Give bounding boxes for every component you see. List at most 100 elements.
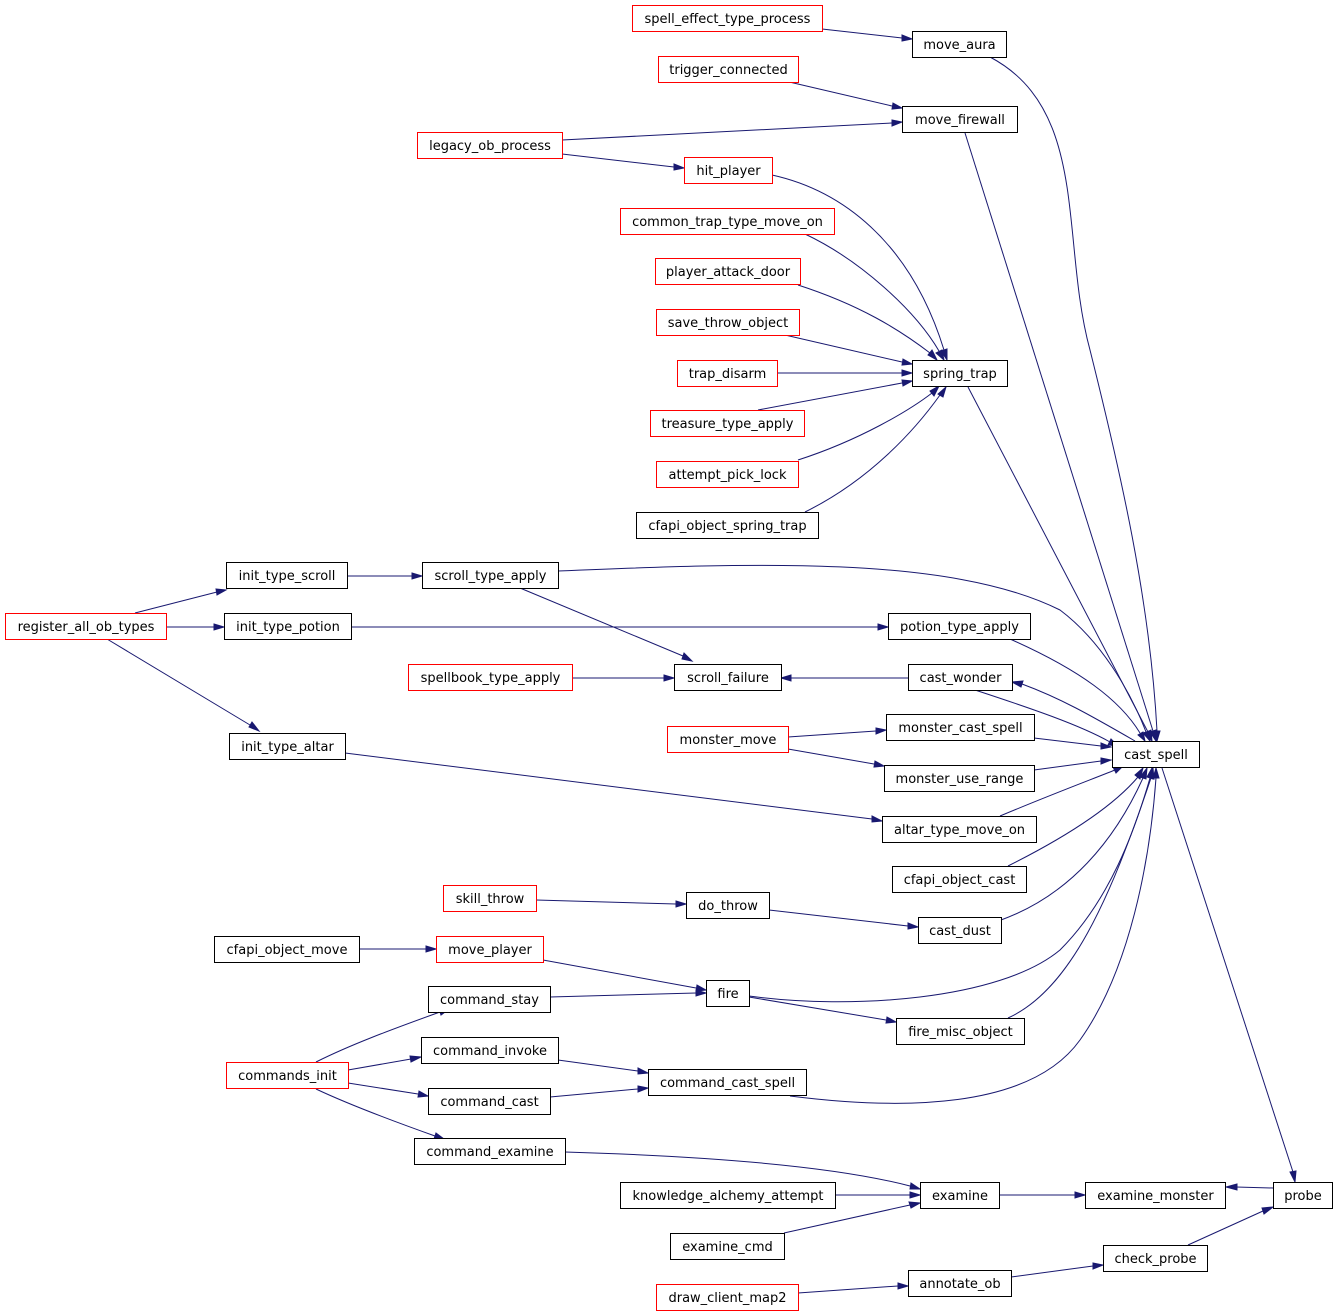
node-init_type_potion[interactable]: init_type_potion [224,613,352,640]
node-box[interactable] [632,5,823,32]
node-annotate_ob[interactable]: annotate_ob [908,1270,1012,1297]
node-spell_effect_type_process[interactable]: spell_effect_type_process [632,5,823,32]
node-box[interactable] [422,562,559,589]
node-spellbook_type_apply[interactable]: spellbook_type_apply [408,664,573,691]
node-probe[interactable]: probe [1273,1182,1333,1209]
node-box[interactable] [918,917,1002,944]
node-do_throw[interactable]: do_throw [686,892,770,919]
node-box[interactable] [656,1284,799,1311]
node-box[interactable] [428,1088,551,1115]
node-box[interactable] [229,733,346,760]
node-altar_type_move_on[interactable]: altar_type_move_on [882,816,1037,843]
node-legacy_ob_process[interactable]: legacy_ob_process [417,132,563,159]
node-box[interactable] [908,1270,1012,1297]
node-box[interactable] [636,512,819,539]
node-box[interactable] [670,1233,785,1260]
node-knowledge_alchemy_attempt[interactable]: knowledge_alchemy_attempt [620,1182,836,1209]
node-box[interactable] [674,664,782,691]
node-box[interactable] [1085,1182,1226,1209]
node-command_invoke[interactable]: command_invoke [421,1037,559,1064]
node-box[interactable] [436,936,544,963]
node-box[interactable] [421,1037,559,1064]
node-box[interactable] [417,132,563,159]
node-command_stay[interactable]: command_stay [428,986,551,1013]
node-init_type_scroll[interactable]: init_type_scroll [226,562,348,589]
node-box[interactable] [226,562,348,589]
node-hit_player[interactable]: hit_player [684,157,773,184]
node-fire_misc_object[interactable]: fire_misc_object [896,1018,1025,1045]
node-save_throw_object[interactable]: save_throw_object [656,309,800,336]
node-monster_use_range[interactable]: monster_use_range [884,765,1035,792]
node-cfapi_object_move[interactable]: cfapi_object_move [214,936,360,963]
node-skill_throw[interactable]: skill_throw [443,885,537,912]
node-fire[interactable]: fire [706,980,750,1007]
node-box[interactable] [884,765,1035,792]
node-examine[interactable]: examine [920,1182,1000,1209]
node-box[interactable] [1273,1182,1333,1209]
node-box[interactable] [912,31,1007,58]
node-cast_wonder[interactable]: cast_wonder [908,664,1013,691]
node-cast_dust[interactable]: cast_dust [918,917,1002,944]
node-command_examine[interactable]: command_examine [414,1138,566,1165]
node-box[interactable] [892,866,1027,893]
node-box[interactable] [655,258,801,285]
node-box[interactable] [428,986,551,1013]
node-box[interactable] [443,885,537,912]
node-player_attack_door[interactable]: player_attack_door [655,258,801,285]
node-box[interactable] [620,208,835,235]
node-box[interactable] [620,1182,836,1209]
node-draw_client_map2[interactable]: draw_client_map2 [656,1284,799,1311]
node-move_firewall[interactable]: move_firewall [902,106,1018,133]
node-box[interactable] [667,726,789,753]
node-move_aura[interactable]: move_aura [912,31,1007,58]
node-spring_trap[interactable]: spring_trap [912,360,1008,387]
node-commands_init[interactable]: commands_init [226,1062,349,1089]
node-init_type_altar[interactable]: init_type_altar [229,733,346,760]
node-box[interactable] [226,1062,349,1089]
node-examine_monster[interactable]: examine_monster [1085,1182,1226,1209]
node-cast_spell[interactable]: cast_spell [1112,741,1200,768]
node-box[interactable] [684,157,773,184]
node-common_trap_type_move_on[interactable]: common_trap_type_move_on [620,208,835,235]
node-box[interactable] [920,1182,1000,1209]
node-box[interactable] [912,360,1008,387]
node-move_player[interactable]: move_player [436,936,544,963]
node-box[interactable] [214,936,360,963]
node-command_cast[interactable]: command_cast [428,1088,551,1115]
node-scroll_type_apply[interactable]: scroll_type_apply [422,562,559,589]
node-monster_move[interactable]: monster_move [667,726,789,753]
node-box[interactable] [902,106,1018,133]
node-command_cast_spell[interactable]: command_cast_spell [648,1069,807,1096]
node-box[interactable] [656,309,800,336]
node-box[interactable] [1103,1245,1208,1272]
node-box[interactable] [408,664,573,691]
node-check_probe[interactable]: check_probe [1103,1245,1208,1272]
node-attempt_pick_lock[interactable]: attempt_pick_lock [656,461,799,488]
node-box[interactable] [886,714,1035,741]
node-scroll_failure[interactable]: scroll_failure [674,664,782,691]
node-examine_cmd[interactable]: examine_cmd [670,1233,785,1260]
node-box[interactable] [1112,741,1200,768]
node-box[interactable] [686,892,770,919]
node-register_all_ob_types[interactable]: register_all_ob_types [5,613,167,640]
node-box[interactable] [650,410,805,437]
node-box[interactable] [882,816,1037,843]
node-box[interactable] [888,613,1031,640]
node-cfapi_object_spring_trap[interactable]: cfapi_object_spring_trap [636,512,819,539]
node-box[interactable] [677,360,778,387]
node-box[interactable] [648,1069,807,1096]
node-box[interactable] [414,1138,566,1165]
node-box[interactable] [658,56,799,83]
node-trap_disarm[interactable]: trap_disarm [677,360,778,387]
node-box[interactable] [224,613,352,640]
node-trigger_connected[interactable]: trigger_connected [658,56,799,83]
node-box[interactable] [656,461,799,488]
node-box[interactable] [5,613,167,640]
node-cfapi_object_cast[interactable]: cfapi_object_cast [892,866,1027,893]
node-box[interactable] [908,664,1013,691]
node-treasure_type_apply[interactable]: treasure_type_apply [650,410,805,437]
node-box[interactable] [706,980,750,1007]
node-potion_type_apply[interactable]: potion_type_apply [888,613,1031,640]
node-box[interactable] [896,1018,1025,1045]
node-monster_cast_spell[interactable]: monster_cast_spell [886,714,1035,741]
